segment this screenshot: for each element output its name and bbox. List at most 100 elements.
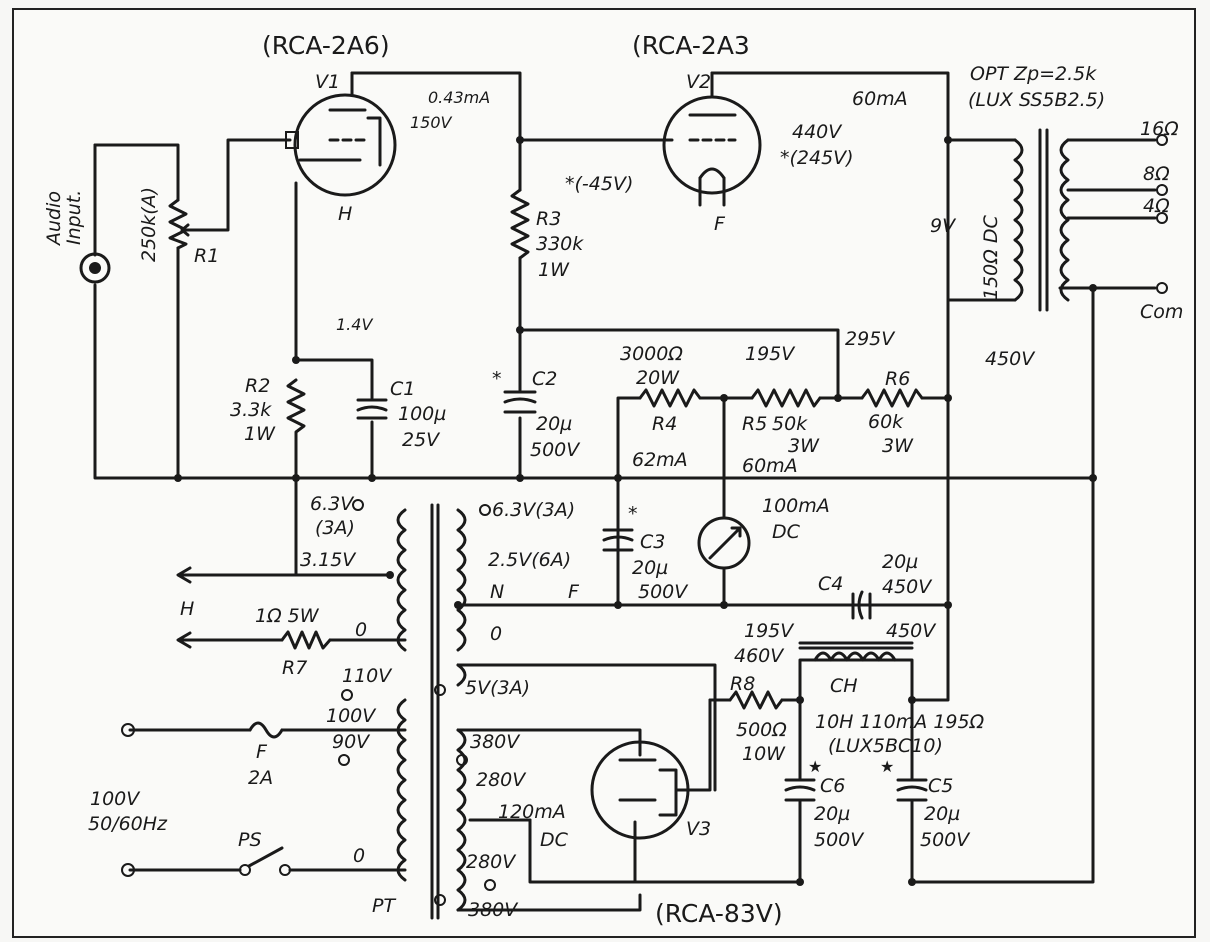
r7-ref: R7 (282, 657, 307, 679)
pt-primary-0: 0 (353, 845, 365, 867)
r8-value: 500Ω (736, 719, 787, 741)
r3-ref: R3 (536, 208, 561, 230)
v1-cathode-voltage: 1.4V (336, 315, 373, 334)
r5-power: 3W (788, 435, 820, 457)
r3-power: 1W (538, 259, 570, 281)
audio-input-jack-icon (79, 252, 111, 284)
pt-primary-110: 110V (342, 665, 393, 687)
pt-hv-280-a: 280V (476, 769, 527, 791)
c5-ref: C5 (928, 775, 953, 797)
pt-2v5-n: N (490, 581, 504, 603)
r7-resistor-icon (280, 630, 332, 650)
input-label-line2: Input. (63, 190, 85, 245)
volume-value: 250k(A) (138, 187, 160, 262)
pt-2v5-zero: 0 (490, 623, 502, 645)
v2-grid-bias: *(-45V) (565, 173, 633, 195)
pt-ref: PT (372, 895, 396, 917)
milliammeter-icon (697, 516, 751, 570)
pt-6v3-a-current: (3A) (315, 517, 355, 539)
r4-ref: R4 (652, 413, 677, 435)
pt-2v5-f: F (568, 581, 580, 603)
c2-value: 20µ (536, 413, 572, 435)
choke-value: 10H 110mA 195Ω (815, 711, 985, 733)
meter-type: DC (772, 521, 801, 543)
choke-model: (LUX5BC10) (828, 735, 943, 757)
power-switch-ref: PS (238, 829, 262, 851)
r4-value: 3000Ω (620, 343, 683, 365)
c6-voltage: 500V (814, 829, 865, 851)
r5-current: 60mA (742, 455, 798, 477)
v3-type-label: (RCA-83V) (655, 899, 783, 928)
opt-model: (LUX SS5B2.5) (968, 89, 1105, 111)
r6-value: 60k (868, 411, 904, 433)
v2-type-label: (RCA-2A3 (632, 31, 750, 60)
v2-filament-label: F (714, 213, 726, 235)
r4-resistor-icon (638, 388, 702, 408)
v2-plate-voltage: 440V (792, 121, 843, 143)
node-295v: 295V (845, 328, 896, 350)
v2-tube-icon (662, 71, 762, 207)
r6-ref: R6 (885, 368, 910, 390)
fuse-icon (248, 721, 284, 739)
pt-hv-280-b: 280V (466, 851, 517, 873)
r5-resistor-icon (750, 388, 822, 408)
schematic-frame (12, 8, 1196, 938)
node-460v: 460V (734, 645, 785, 667)
r5-ref: R5 (742, 413, 767, 435)
c3-ref: C3 (640, 531, 665, 553)
c3-voltage: 500V (638, 581, 689, 603)
pt-heater-zero: 0 (355, 619, 367, 641)
v1-ref: V1 (315, 71, 340, 93)
c1-ref: C1 (390, 378, 415, 400)
c6-mark: ★ (808, 757, 822, 776)
heater-arrows-icon (176, 566, 192, 649)
opt-tap-8: 8Ω (1143, 163, 1170, 185)
junctions (174, 136, 1097, 886)
r6-power: 3W (882, 435, 914, 457)
v1-type-label: (RCA-2A6) (262, 31, 390, 60)
c5-voltage: 500V (920, 829, 971, 851)
opt-tap-4: 4Ω (1143, 195, 1170, 217)
c5-value: 20µ (924, 803, 960, 825)
pt-6v3-a: 6.3V (310, 493, 355, 515)
r6-resistor-icon (860, 388, 924, 408)
v1-heater-label: H (338, 203, 352, 225)
c3-mark: * (628, 503, 638, 525)
choke-icon (798, 641, 914, 662)
opt-tap-16: 16Ω (1140, 118, 1179, 140)
input-label-line1: Audio (43, 191, 65, 247)
c5-mark: ★ (880, 757, 894, 776)
volume-potentiometer-icon (168, 198, 197, 250)
c6-value: 20µ (814, 803, 850, 825)
opt-title: OPT Zp=2.5k (970, 63, 1097, 85)
r8-power: 10W (742, 743, 786, 765)
pt-primary-90: 90V (332, 731, 371, 753)
c2-mark: * (492, 368, 502, 390)
r4-current: 62mA (632, 449, 688, 471)
c6-capacitor-icon (784, 778, 816, 802)
r4-power: 20W (636, 367, 680, 389)
v3-ref: V3 (686, 818, 711, 840)
c2-ref: C2 (532, 368, 557, 390)
v1-tube-icon (285, 71, 397, 197)
v2-plate-current: 60mA (852, 88, 908, 110)
pt-3v15-tap: 3.15V (300, 549, 357, 571)
fuse-ref: F (256, 741, 268, 763)
opt-tap-com: Com (1140, 301, 1183, 323)
v1-plate-current: 0.43mA (428, 88, 490, 107)
node-450v-b: 450V (886, 620, 937, 642)
c2-voltage: 500V (530, 439, 581, 461)
pt-hv-dc: DC (540, 829, 569, 851)
c3-value: 20µ (632, 557, 668, 579)
r3-value: 330k (536, 233, 584, 255)
r5-value: 50k (772, 413, 808, 435)
node-450v: 450V (985, 348, 1036, 370)
c2-capacitor-icon (503, 390, 537, 414)
r2-power: 1W (244, 423, 276, 445)
node-195v: 195V (745, 343, 796, 365)
fuse-value: 2A (248, 767, 273, 789)
c1-value: 100µ (398, 403, 446, 425)
power-switch-icon (239, 846, 291, 876)
opt-dc-drop: 9V (930, 215, 957, 237)
